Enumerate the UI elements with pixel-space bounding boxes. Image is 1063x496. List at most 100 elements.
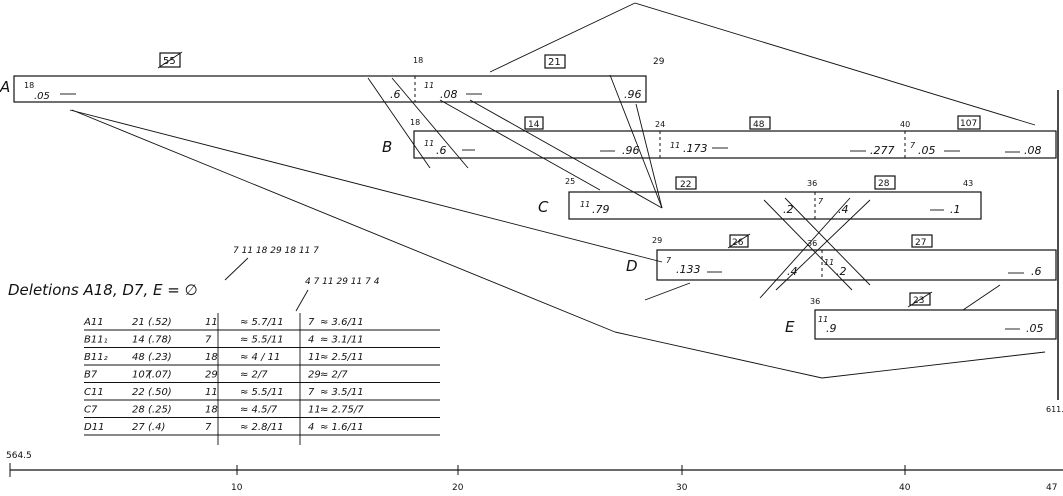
table-cell: 18 bbox=[205, 352, 218, 363]
table-cell: B7 bbox=[84, 370, 98, 381]
axis-tick-label: 10 bbox=[231, 483, 243, 493]
column-header-1: 7 11 18 29 18 11 7 bbox=[233, 246, 319, 256]
deletions-note: Deletions A18, D7, E = ∅ 7 11 18 29 18 1… bbox=[8, 246, 380, 312]
bar-a-end: 29 bbox=[653, 57, 665, 67]
bar-b-value: .277 bbox=[870, 144, 895, 157]
bar-b-box2: 48 bbox=[753, 120, 765, 130]
table-cell: ≈ 5.5/11 bbox=[240, 387, 284, 398]
bar-a-value: .08 bbox=[440, 88, 458, 101]
table-cell: 7 bbox=[205, 335, 212, 346]
table-cell: ≈ 2/7 bbox=[240, 370, 268, 381]
table-cell: C7 bbox=[84, 405, 98, 416]
table-cell: 11 bbox=[205, 387, 218, 398]
bar-b-value: 11 bbox=[670, 141, 680, 150]
table-cell: ≈ 5.5/11 bbox=[240, 335, 284, 346]
bar-d: D 29 26 36 27 7 .133 .4 11 .2 .6 bbox=[626, 233, 1057, 281]
bar-a-value: 11 bbox=[424, 81, 434, 90]
bar-b-label: B bbox=[382, 138, 392, 156]
bar-c-value: 11 bbox=[580, 200, 590, 209]
bottom-axis: 564.5 10 20 30 40 47 611. bbox=[6, 90, 1063, 493]
bar-e-value: .9 bbox=[826, 322, 837, 335]
bar-e: E 36 23 11 .9 .05 bbox=[785, 291, 1057, 340]
table-cell: 21 bbox=[132, 317, 145, 328]
table-cell: (.4) bbox=[148, 422, 165, 433]
table-cell: 11 bbox=[308, 352, 321, 363]
table-cell: ≈ 3.5/11 bbox=[320, 387, 364, 398]
table-cell: ≈ 4 / 11 bbox=[240, 352, 280, 363]
table-cell: B11₂ bbox=[84, 352, 108, 363]
bar-b-mid: 24 bbox=[655, 120, 665, 129]
bar-b-box1: 14 bbox=[528, 120, 540, 130]
bar-d-rect bbox=[656, 249, 1057, 281]
table-cell: (.50) bbox=[148, 387, 172, 398]
column-header-2: 4 7 11 29 11 7 4 bbox=[305, 277, 380, 287]
table-cell: 7 bbox=[308, 317, 315, 328]
table-cell: ≈ 2.8/11 bbox=[240, 422, 284, 433]
table-cell: 29 bbox=[205, 370, 218, 381]
deletions-text: Deletions A18, D7, E = ∅ bbox=[8, 281, 198, 299]
bar-c-value: .79 bbox=[592, 203, 610, 216]
bar-c-value: .1 bbox=[950, 203, 961, 216]
table-cell: 7 bbox=[308, 387, 315, 398]
table-cell: (.07) bbox=[148, 370, 172, 381]
table-cell: D11 bbox=[84, 422, 104, 433]
table-cell: 22 bbox=[132, 387, 145, 398]
table-cell: 27 bbox=[132, 422, 145, 433]
bar-b-tick: 40 bbox=[900, 120, 910, 129]
bar-d-start: 29 bbox=[652, 236, 662, 245]
bar-d-value: .133 bbox=[676, 263, 701, 276]
bar-c-rect bbox=[568, 191, 982, 220]
table-cell: B11₁ bbox=[84, 335, 108, 346]
bar-a-box-mid-text: 55 bbox=[163, 56, 176, 67]
table-cell: 4 bbox=[308, 422, 314, 433]
bar-a-box-right bbox=[544, 54, 566, 69]
bar-e-label: E bbox=[785, 318, 795, 336]
bar-a-start: 18 bbox=[24, 81, 34, 90]
connector-lines bbox=[69, 2, 1046, 379]
table-cell: ≈ 2.5/11 bbox=[320, 352, 364, 363]
svg-text:18: 18 bbox=[413, 56, 423, 65]
bar-e-value: 11 bbox=[818, 315, 828, 324]
table-cell: 48 bbox=[132, 352, 145, 363]
table-cell: 107 bbox=[132, 370, 152, 381]
table-cell: (.23) bbox=[148, 352, 172, 363]
table-cell: ≈ 5.7/11 bbox=[240, 317, 284, 328]
bar-d-value: .6 bbox=[1031, 265, 1042, 278]
table-cell: ≈ 3.1/11 bbox=[320, 335, 364, 346]
table-cell: ≈ 3.6/11 bbox=[320, 317, 364, 328]
table-cell: 11 bbox=[308, 405, 321, 416]
bar-a-box-right-text: 21 bbox=[548, 57, 561, 68]
bar-b-start: 18 bbox=[410, 118, 420, 127]
bar-a-value: .6 bbox=[390, 88, 401, 101]
table-cell: (.25) bbox=[148, 405, 172, 416]
table-cell: 11 bbox=[205, 317, 218, 328]
bar-d-value: 11 bbox=[824, 258, 834, 267]
bar-c-mid: 36 bbox=[807, 179, 817, 188]
bar-d-value: .4 bbox=[787, 265, 798, 278]
bar-c-start: 25 bbox=[565, 177, 575, 186]
bar-c-end: 43 bbox=[963, 179, 973, 188]
bar-a-label: A bbox=[0, 78, 10, 96]
table-cell: 14 bbox=[132, 335, 145, 346]
table-cell: 4 bbox=[308, 335, 314, 346]
table-cell: (.52) bbox=[148, 317, 172, 328]
bar-b-value: .173 bbox=[683, 142, 708, 155]
bar-a-box-strike bbox=[157, 51, 183, 69]
table-cell: C11 bbox=[84, 387, 104, 398]
bar-e-box1: 23 bbox=[913, 296, 924, 306]
bar-c-box2: 28 bbox=[878, 179, 890, 189]
bar-a-value: .96 bbox=[624, 88, 642, 101]
axis-tick-label: 47 bbox=[1046, 483, 1057, 493]
table-cell: ≈ 1.6/11 bbox=[320, 422, 364, 433]
table-cell: (.78) bbox=[148, 335, 172, 346]
axis-tick-label: 40 bbox=[899, 483, 911, 493]
bar-b: B 18 14 24 48 40 107 11 .6 .96 11 .173 .… bbox=[382, 115, 1057, 159]
bar-b-value: .05 bbox=[918, 144, 936, 157]
bar-d-mid: 36 bbox=[807, 239, 817, 248]
bar-b-rect bbox=[413, 130, 1057, 159]
bar-d-value: 7 bbox=[666, 256, 672, 265]
table-cell: ≈ 4.5/7 bbox=[240, 405, 278, 416]
bar-b-box3: 107 bbox=[960, 119, 977, 129]
